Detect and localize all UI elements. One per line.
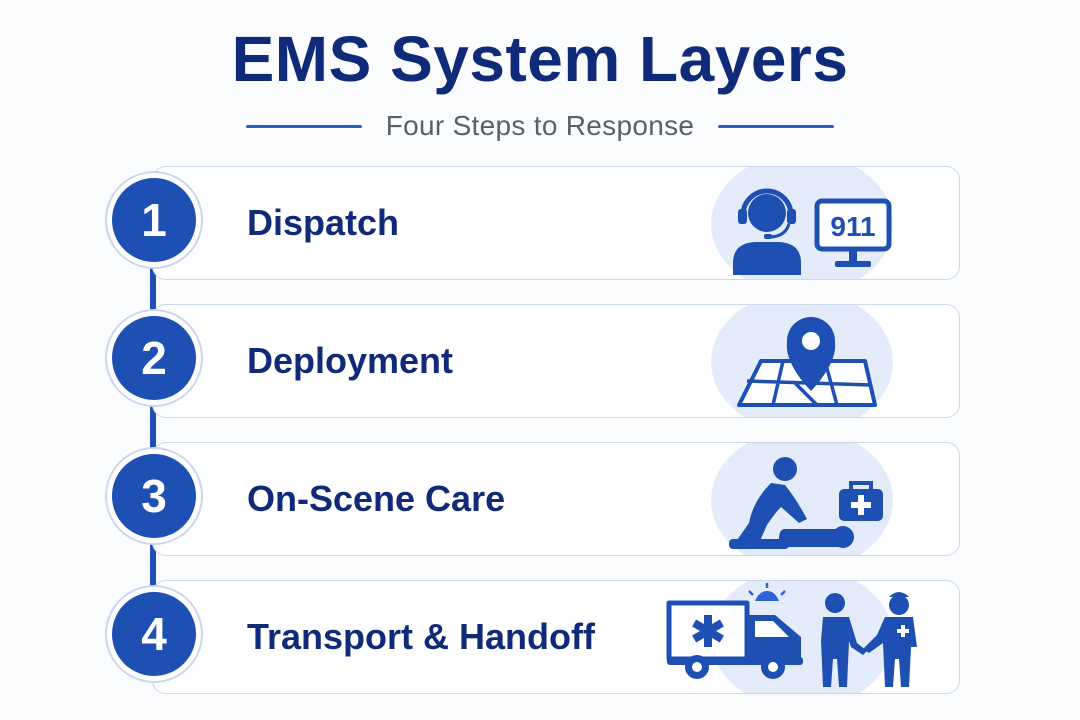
dispatcher-headset-icon (733, 188, 892, 275)
step-label: On-Scene Care (247, 478, 506, 519)
subtitle-rule-right (718, 124, 835, 128)
ambulance-handoff-icon (666, 583, 917, 687)
step-card-transport-handoff: Transport & Handoff (152, 580, 960, 694)
step-badge-1: 1 (107, 173, 201, 267)
page-title: EMS System Layers (231, 23, 849, 95)
subtitle-row: Four Steps to Response (0, 108, 1080, 144)
step-card-on-scene-care: On-Scene Care (152, 442, 960, 556)
step-label: Dispatch (247, 202, 400, 243)
step-card-dispatch: Dispatch 911 (152, 166, 960, 280)
step-card-deployment: Deployment (152, 304, 960, 418)
monitor-911-text: 911 (830, 211, 876, 242)
step-label: Deployment (247, 340, 454, 381)
paramedic-cpr-icon (729, 457, 883, 549)
page-subtitle: Four Steps to Response (385, 110, 695, 141)
step-badge-2: 2 (107, 311, 201, 405)
map-location-pin-icon (737, 317, 877, 407)
subtitle-rule-left (245, 124, 362, 128)
step-connector-line (150, 220, 156, 620)
step-badge-3: 3 (107, 449, 201, 543)
step-label: Transport & Handoff (247, 616, 595, 657)
step-badge-4: 4 (107, 587, 201, 681)
